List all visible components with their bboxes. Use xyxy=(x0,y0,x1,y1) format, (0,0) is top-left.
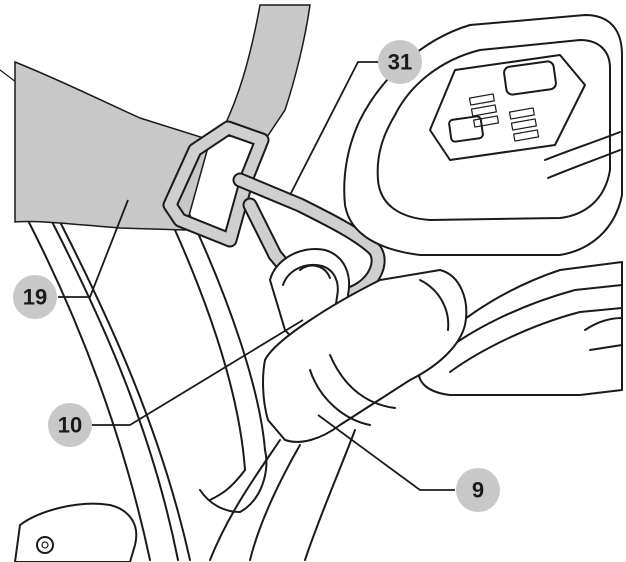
svg-text:9: 9 xyxy=(472,478,484,503)
shoulder-strap xyxy=(14,4,311,231)
battery-indicator-left xyxy=(468,93,500,128)
leader-9 xyxy=(317,414,455,491)
callout-31: 31 xyxy=(378,40,422,84)
control-panel xyxy=(429,54,586,161)
strap-upper-band xyxy=(218,4,311,141)
callout-10: 10 xyxy=(48,403,92,447)
horizontal-tube xyxy=(209,269,468,561)
svg-text:31: 31 xyxy=(388,50,412,75)
svg-text:19: 19 xyxy=(23,285,47,310)
svg-text:10: 10 xyxy=(58,413,82,438)
callout-9: 9 xyxy=(456,468,500,512)
callout-19: 19 xyxy=(13,275,57,319)
left-frame-tube xyxy=(0,69,268,561)
leader-19 xyxy=(58,199,129,298)
power-button xyxy=(503,60,557,96)
leader-31 xyxy=(289,61,378,196)
battery-indicator-right xyxy=(508,107,540,142)
strap-lower-band xyxy=(14,60,211,231)
leader-10 xyxy=(92,319,304,426)
lower-left-fitting xyxy=(14,502,138,562)
lower-housing xyxy=(417,261,623,396)
